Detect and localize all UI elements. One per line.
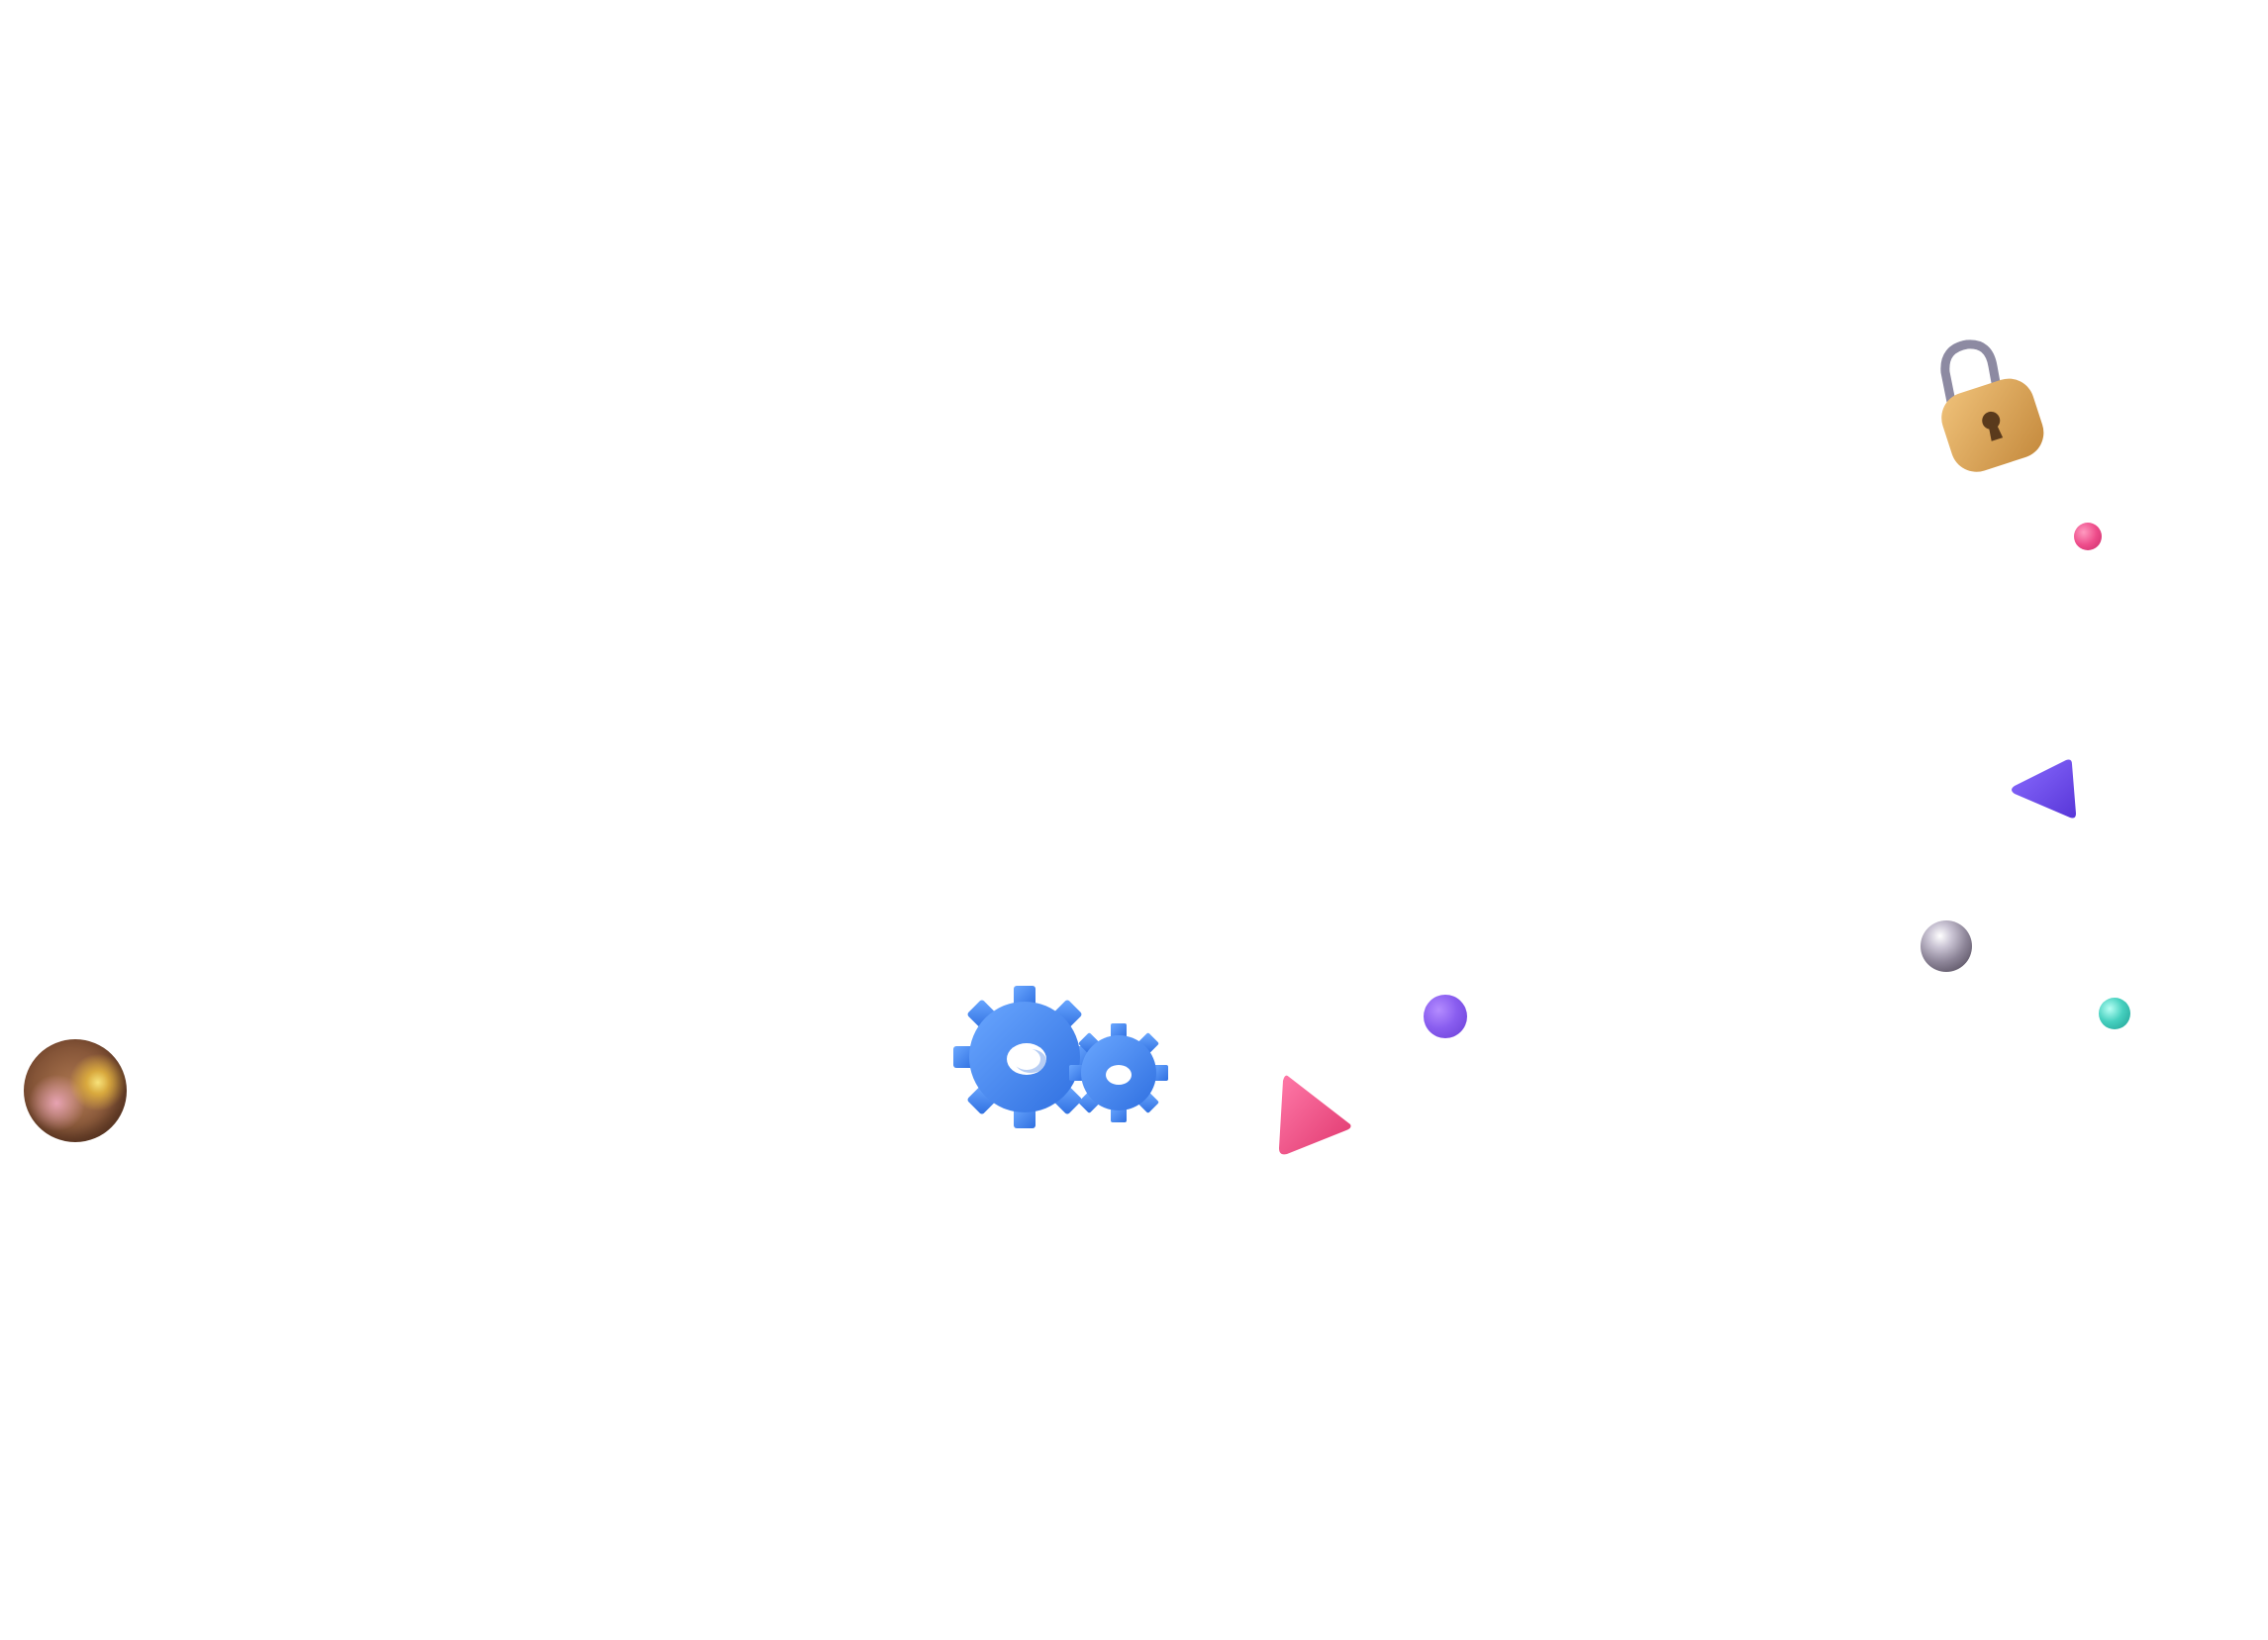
bronze-sphere-icon	[24, 1039, 127, 1142]
pink-sphere-icon	[2074, 523, 2102, 550]
pink-triangle-icon	[1279, 1075, 1351, 1155]
teal-sphere-icon	[2099, 998, 2130, 1029]
purple-triangle-icon	[2012, 759, 2076, 819]
chrome-sphere-icon	[1921, 920, 1972, 972]
purple-sphere-icon	[1424, 995, 1467, 1038]
lock-icon	[1940, 339, 2044, 472]
gears-icon	[953, 986, 1168, 1128]
